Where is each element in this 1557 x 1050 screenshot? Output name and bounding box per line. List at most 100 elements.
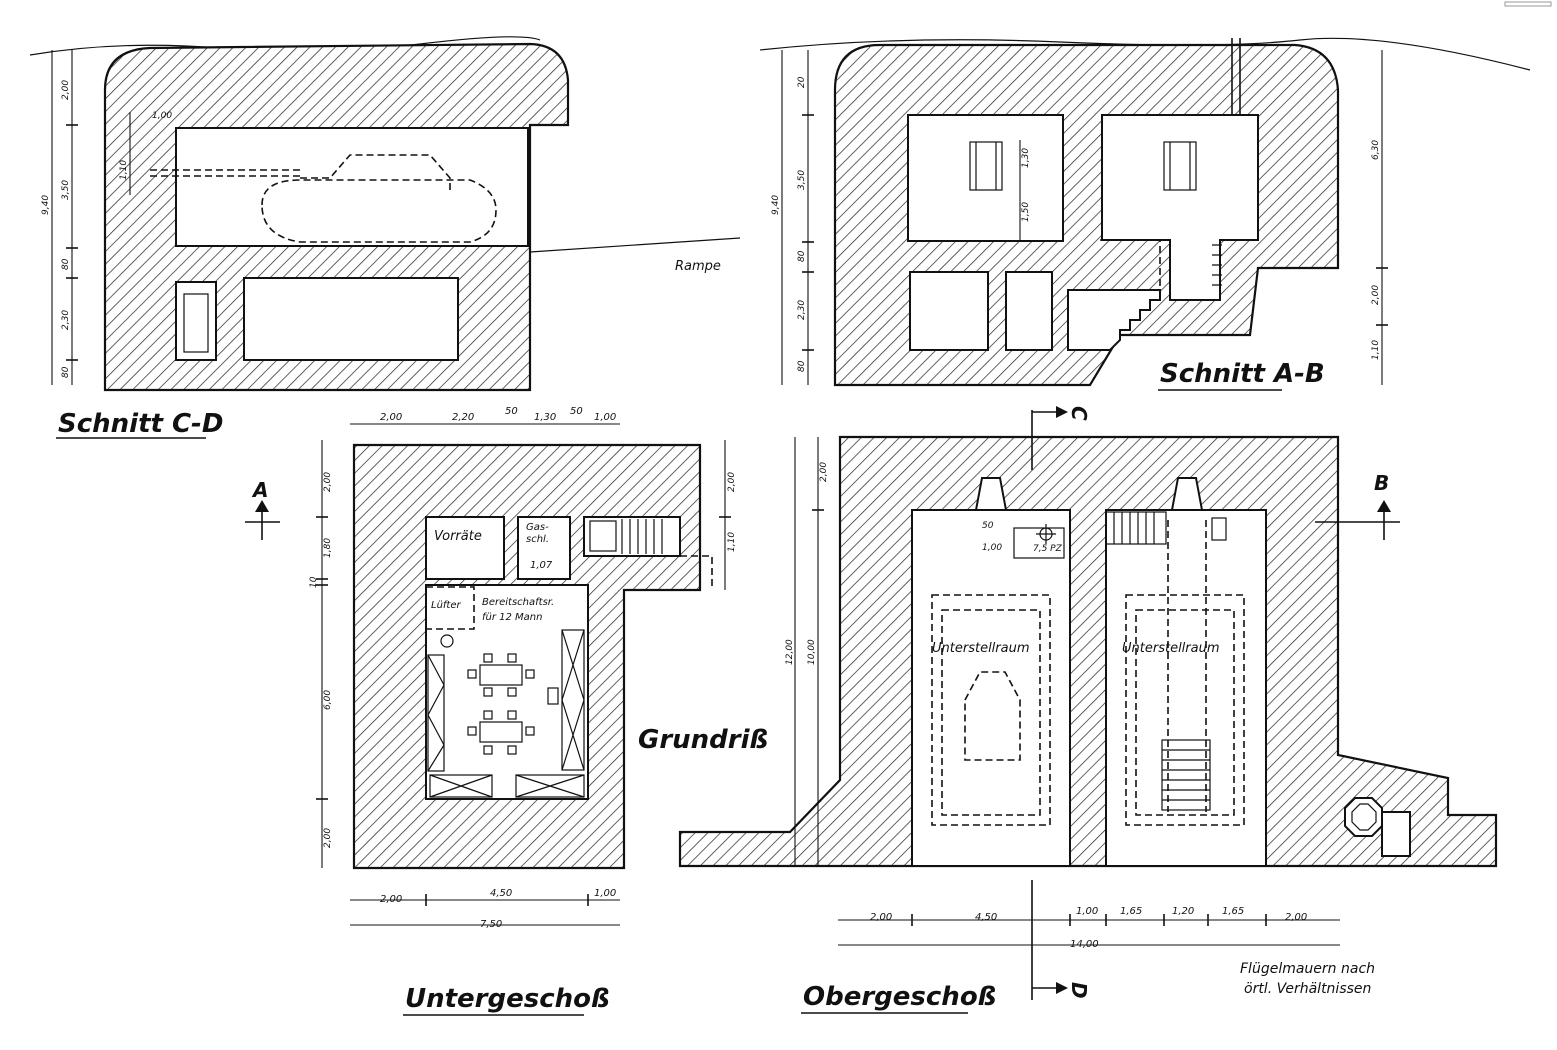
gasschleuse-label-1: Gas- — [526, 522, 549, 533]
dim-lo-top-5: 50 — [570, 406, 583, 417]
section-ab-room-lm — [1005, 271, 1053, 351]
upper-floor-body — [678, 435, 1498, 868]
room-bereitschaft — [425, 584, 589, 800]
dim-ab-mid: 3,50 — [797, 170, 807, 190]
dim-lo-left-3: 10 — [309, 576, 319, 588]
dim-up-bot-3: 1,00 — [1076, 906, 1098, 917]
dim-cd-top: 2,00 — [61, 80, 71, 100]
section-cd-lower-niche-inner — [183, 293, 209, 353]
section-ab-room-ul — [907, 114, 1064, 242]
lower-floor-plan: Vorräte Gas- schl. 1,07 Lüfter Bereitsch… — [245, 406, 737, 1016]
pz-label: 7,5 PZ — [1033, 544, 1063, 554]
section-cd-title: Schnitt C-D — [58, 409, 223, 439]
section-ab-room-ll — [909, 271, 989, 351]
svg-text:C: C — [1067, 406, 1091, 421]
lower-door-dim: 1,07 — [530, 560, 553, 571]
dim-ab-low: 2,30 — [797, 300, 807, 320]
bunks-left — [427, 654, 445, 772]
dim-up-bot-1: 2,00 — [870, 912, 892, 923]
dim-lo-top-6: 1,00 — [594, 412, 616, 423]
dim-cd-slab: 80 — [61, 258, 71, 270]
bereitschaft-label-2: für 12 Mann — [482, 612, 542, 623]
vorraete-label: Vorräte — [434, 529, 482, 544]
dim-cd-total: 9,40 — [41, 195, 51, 215]
dim-up-left-1: 2,00 — [819, 462, 829, 482]
dim-cd-small-b: 1,10 — [119, 160, 129, 180]
svg-text:A: A — [251, 478, 268, 502]
room-gasschleuse — [517, 516, 571, 580]
dim-cd-small-a: 1,00 — [152, 111, 172, 121]
bunks-right — [561, 629, 585, 771]
upper-top-stair — [1105, 511, 1167, 545]
unterstell-left-label: Unterstellraum — [932, 641, 1030, 656]
note-line-1: Flügelmauern nach — [1240, 961, 1375, 977]
rampe-label: Rampe — [675, 259, 721, 274]
dim-up-left-total: 12,00 — [785, 639, 795, 665]
room-vorraete — [425, 516, 505, 580]
dim-up-bot-4: 1,65 — [1120, 906, 1142, 917]
dim-up-bot-total: 14,00 — [1070, 939, 1099, 950]
dim-lo-bot-1: 2,00 — [380, 894, 402, 905]
tank-outline-icon — [150, 154, 497, 243]
upper-floor-title: Obergeschoß — [803, 982, 996, 1012]
note-line-2: örtl. Verhältnissen — [1244, 981, 1371, 997]
dim-cd-low: 2,30 — [61, 310, 71, 330]
dim-lo-left-1: 2,00 — [323, 472, 333, 492]
section-ab-title: Schnitt A-B — [1160, 359, 1325, 389]
dim-lo-top-2: 2,20 — [452, 412, 474, 423]
section-ab: 9,40 20 3,50 80 2,30 80 1,30 1,50 6,30 2… — [759, 37, 1531, 391]
dim-up-bot-2: 4,50 — [975, 912, 997, 923]
table-upper — [467, 653, 535, 697]
dim-up-bot-7: 2,00 — [1285, 912, 1307, 923]
embrasure-left-icon — [974, 477, 1008, 511]
dim-lo-right-2: 1,10 — [727, 532, 737, 552]
dim-up-left-inner: 10,00 — [807, 639, 817, 665]
dim-ab-r-mid: 2,00 — [1371, 285, 1381, 305]
dim-cd-base: 80 — [61, 366, 71, 378]
embrasure-right-icon — [1170, 477, 1204, 511]
section-cd: Rampe 9,40 2,00 3,50 80 2,30 80 1,00 1,1… — [29, 36, 741, 439]
luefter-box — [425, 586, 475, 630]
dim-lo-right-1: 2,00 — [727, 472, 737, 492]
dim-up-bot-6: 1,65 — [1222, 906, 1244, 917]
bunks-bottom — [429, 774, 585, 798]
section-cd-lower-niche — [175, 281, 217, 361]
section-cd-upper-room — [175, 127, 529, 247]
stove-icon — [440, 634, 454, 648]
dim-ab-r-top: 6,30 — [1371, 140, 1381, 160]
lower-stair — [583, 516, 681, 557]
dim-ab-total: 9,40 — [771, 195, 781, 215]
dim-lo-top-1: 2,00 — [380, 412, 402, 423]
luefter-label: Lüfter — [431, 600, 462, 611]
dim-up-bot-5: 1,20 — [1172, 906, 1194, 917]
section-ab-stair — [1067, 289, 1161, 351]
bereitschaft-label-1: Bereitschaftsr. — [482, 597, 554, 608]
section-marker-b: B — [1315, 471, 1400, 540]
dim-lo-bot-3: 1,00 — [594, 888, 616, 899]
dim-lo-bot-total: 7,50 — [480, 919, 502, 930]
ramp-line — [529, 237, 741, 253]
upper-room-left — [911, 509, 1071, 867]
lower-floor-title: Untergeschoß — [405, 984, 610, 1014]
dim-ab-slab: 80 — [797, 250, 807, 262]
dim-up-small-1: 50 — [982, 521, 994, 531]
dim-lo-left-4: 6,00 — [323, 690, 333, 710]
upper-room-right — [1105, 509, 1267, 867]
turret-icon — [1344, 797, 1411, 857]
dim-lo-top-3: 50 — [505, 406, 518, 417]
gasschleuse-label-2: schl. — [526, 534, 549, 545]
svg-text:B: B — [1374, 471, 1389, 495]
dim-lo-top-4: 1,30 — [534, 412, 556, 423]
plan-title: Grundriß — [638, 725, 768, 755]
unterstell-right-label: Unterstellraum — [1122, 641, 1220, 656]
upper-floor-plan: 7,5 PZ 50 1,00 Unterstellraum Unterstell… — [678, 406, 1498, 1014]
section-marker-d: D — [1031, 880, 1091, 1000]
section-cd-lower-room — [243, 277, 459, 361]
dim-lo-left-5: 2,00 — [323, 828, 333, 848]
svg-text:D: D — [1067, 982, 1091, 999]
dim-ab-w1: 1,30 — [1021, 148, 1031, 168]
dim-ab-base: 80 — [797, 360, 807, 372]
dim-cd-mid: 3,50 — [61, 180, 71, 200]
dim-lo-bot-2: 4,50 — [490, 888, 512, 899]
